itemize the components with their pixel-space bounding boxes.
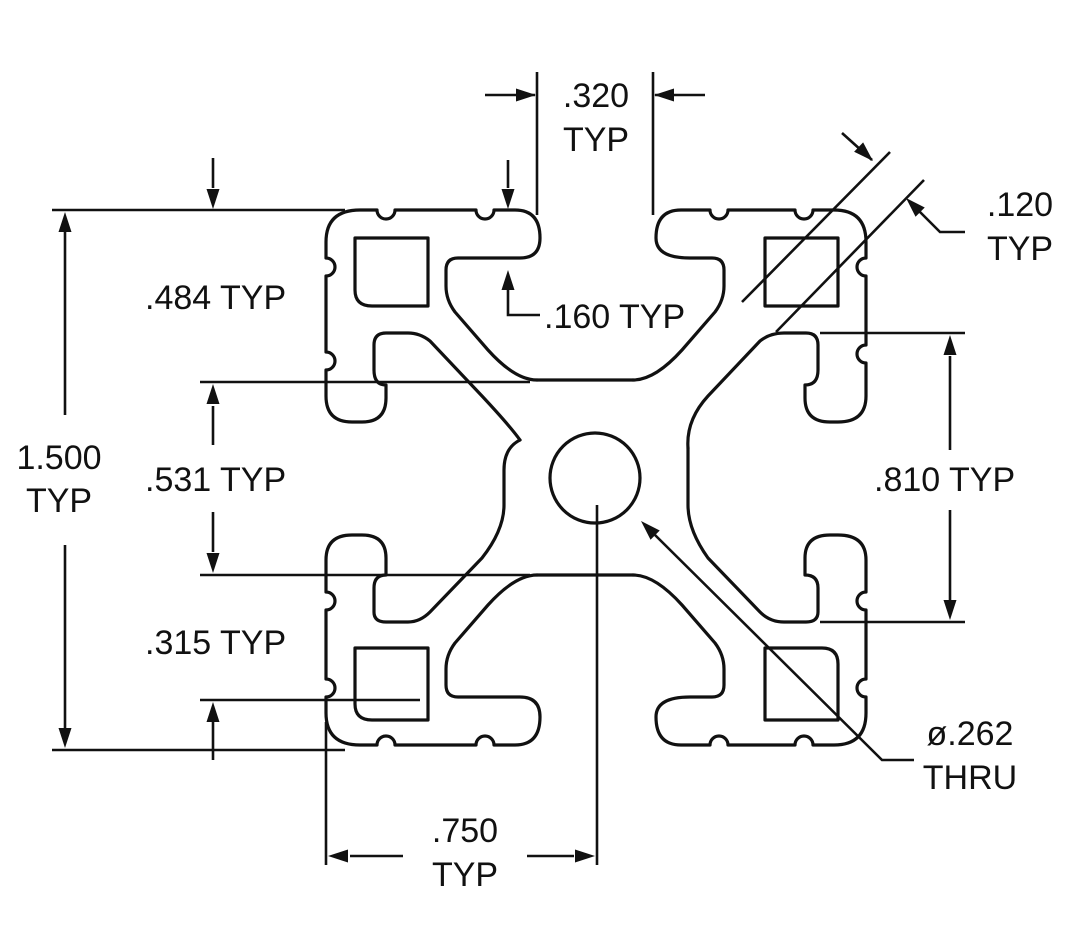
dimension-labels: .320 TYP .120 TYP .484 TYP .160 TYP 1.50… <box>16 77 1053 894</box>
corner-cavity-bottom-left <box>353 646 430 722</box>
label-center: .750 <box>432 812 498 850</box>
label-slot-width-typ: TYP <box>563 121 629 159</box>
label-core-gap: .531 TYP <box>145 461 286 499</box>
label-slot-width: .320 <box>563 77 629 115</box>
label-center-typ: TYP <box>432 856 498 894</box>
dimension-lines <box>52 72 965 865</box>
corner-cavity-top-left <box>353 236 430 308</box>
label-height: 1.500 <box>16 439 101 477</box>
profile-quadrant-bottom-right <box>631 446 868 747</box>
label-bore: ø.262 <box>927 715 1014 753</box>
profile-outline <box>324 208 868 747</box>
label-bore-thru: THRU <box>923 759 1017 797</box>
center-bore-hole <box>548 431 642 525</box>
profile-quadrant-top-left <box>324 208 542 442</box>
profile-quadrant-bottom-left <box>324 438 542 747</box>
label-corner: .315 TYP <box>145 624 286 662</box>
label-wall-typ: TYP <box>987 230 1053 268</box>
label-slot-depth: .484 TYP <box>145 279 286 317</box>
corner-cavity-top-right <box>763 236 840 308</box>
profile-quadrant-top-right <box>631 208 868 450</box>
label-lip: .160 TYP <box>544 298 685 336</box>
label-groove: .810 TYP <box>874 461 1015 499</box>
corner-cavity-bottom-right <box>763 646 840 722</box>
label-height-typ: TYP <box>26 482 92 520</box>
label-wall: .120 <box>987 186 1053 224</box>
